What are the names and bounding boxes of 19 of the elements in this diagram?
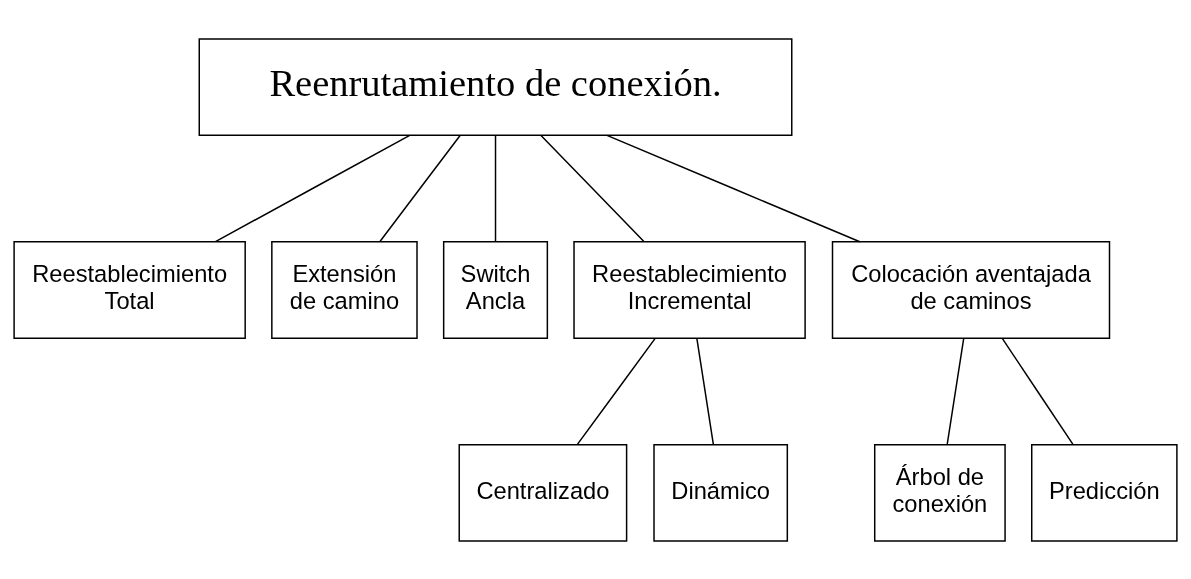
connector [494, 134, 497, 242]
connector [696, 337, 715, 445]
node-box: Centralizado [458, 443, 628, 542]
node-box: Árbol de conexión [874, 443, 1006, 542]
node-box: Colocación aventajada de caminos [831, 240, 1111, 339]
node-box: Reestablecimiento Total [13, 240, 246, 339]
node-box: Reestablecimiento Incremental [573, 240, 806, 339]
connector [379, 134, 461, 242]
connector [214, 134, 411, 242]
connector [576, 337, 656, 445]
connector [606, 134, 861, 242]
connector [540, 134, 645, 242]
node-box: Reenrutamiento de conexión. [198, 37, 793, 136]
node-box: Predicción [1031, 443, 1178, 542]
node-box: Switch Ancla [442, 240, 549, 339]
node-box: Extensión de camino [271, 240, 418, 339]
connector [946, 337, 965, 445]
node-box: Dinámico [653, 443, 789, 542]
connector [1001, 337, 1074, 445]
